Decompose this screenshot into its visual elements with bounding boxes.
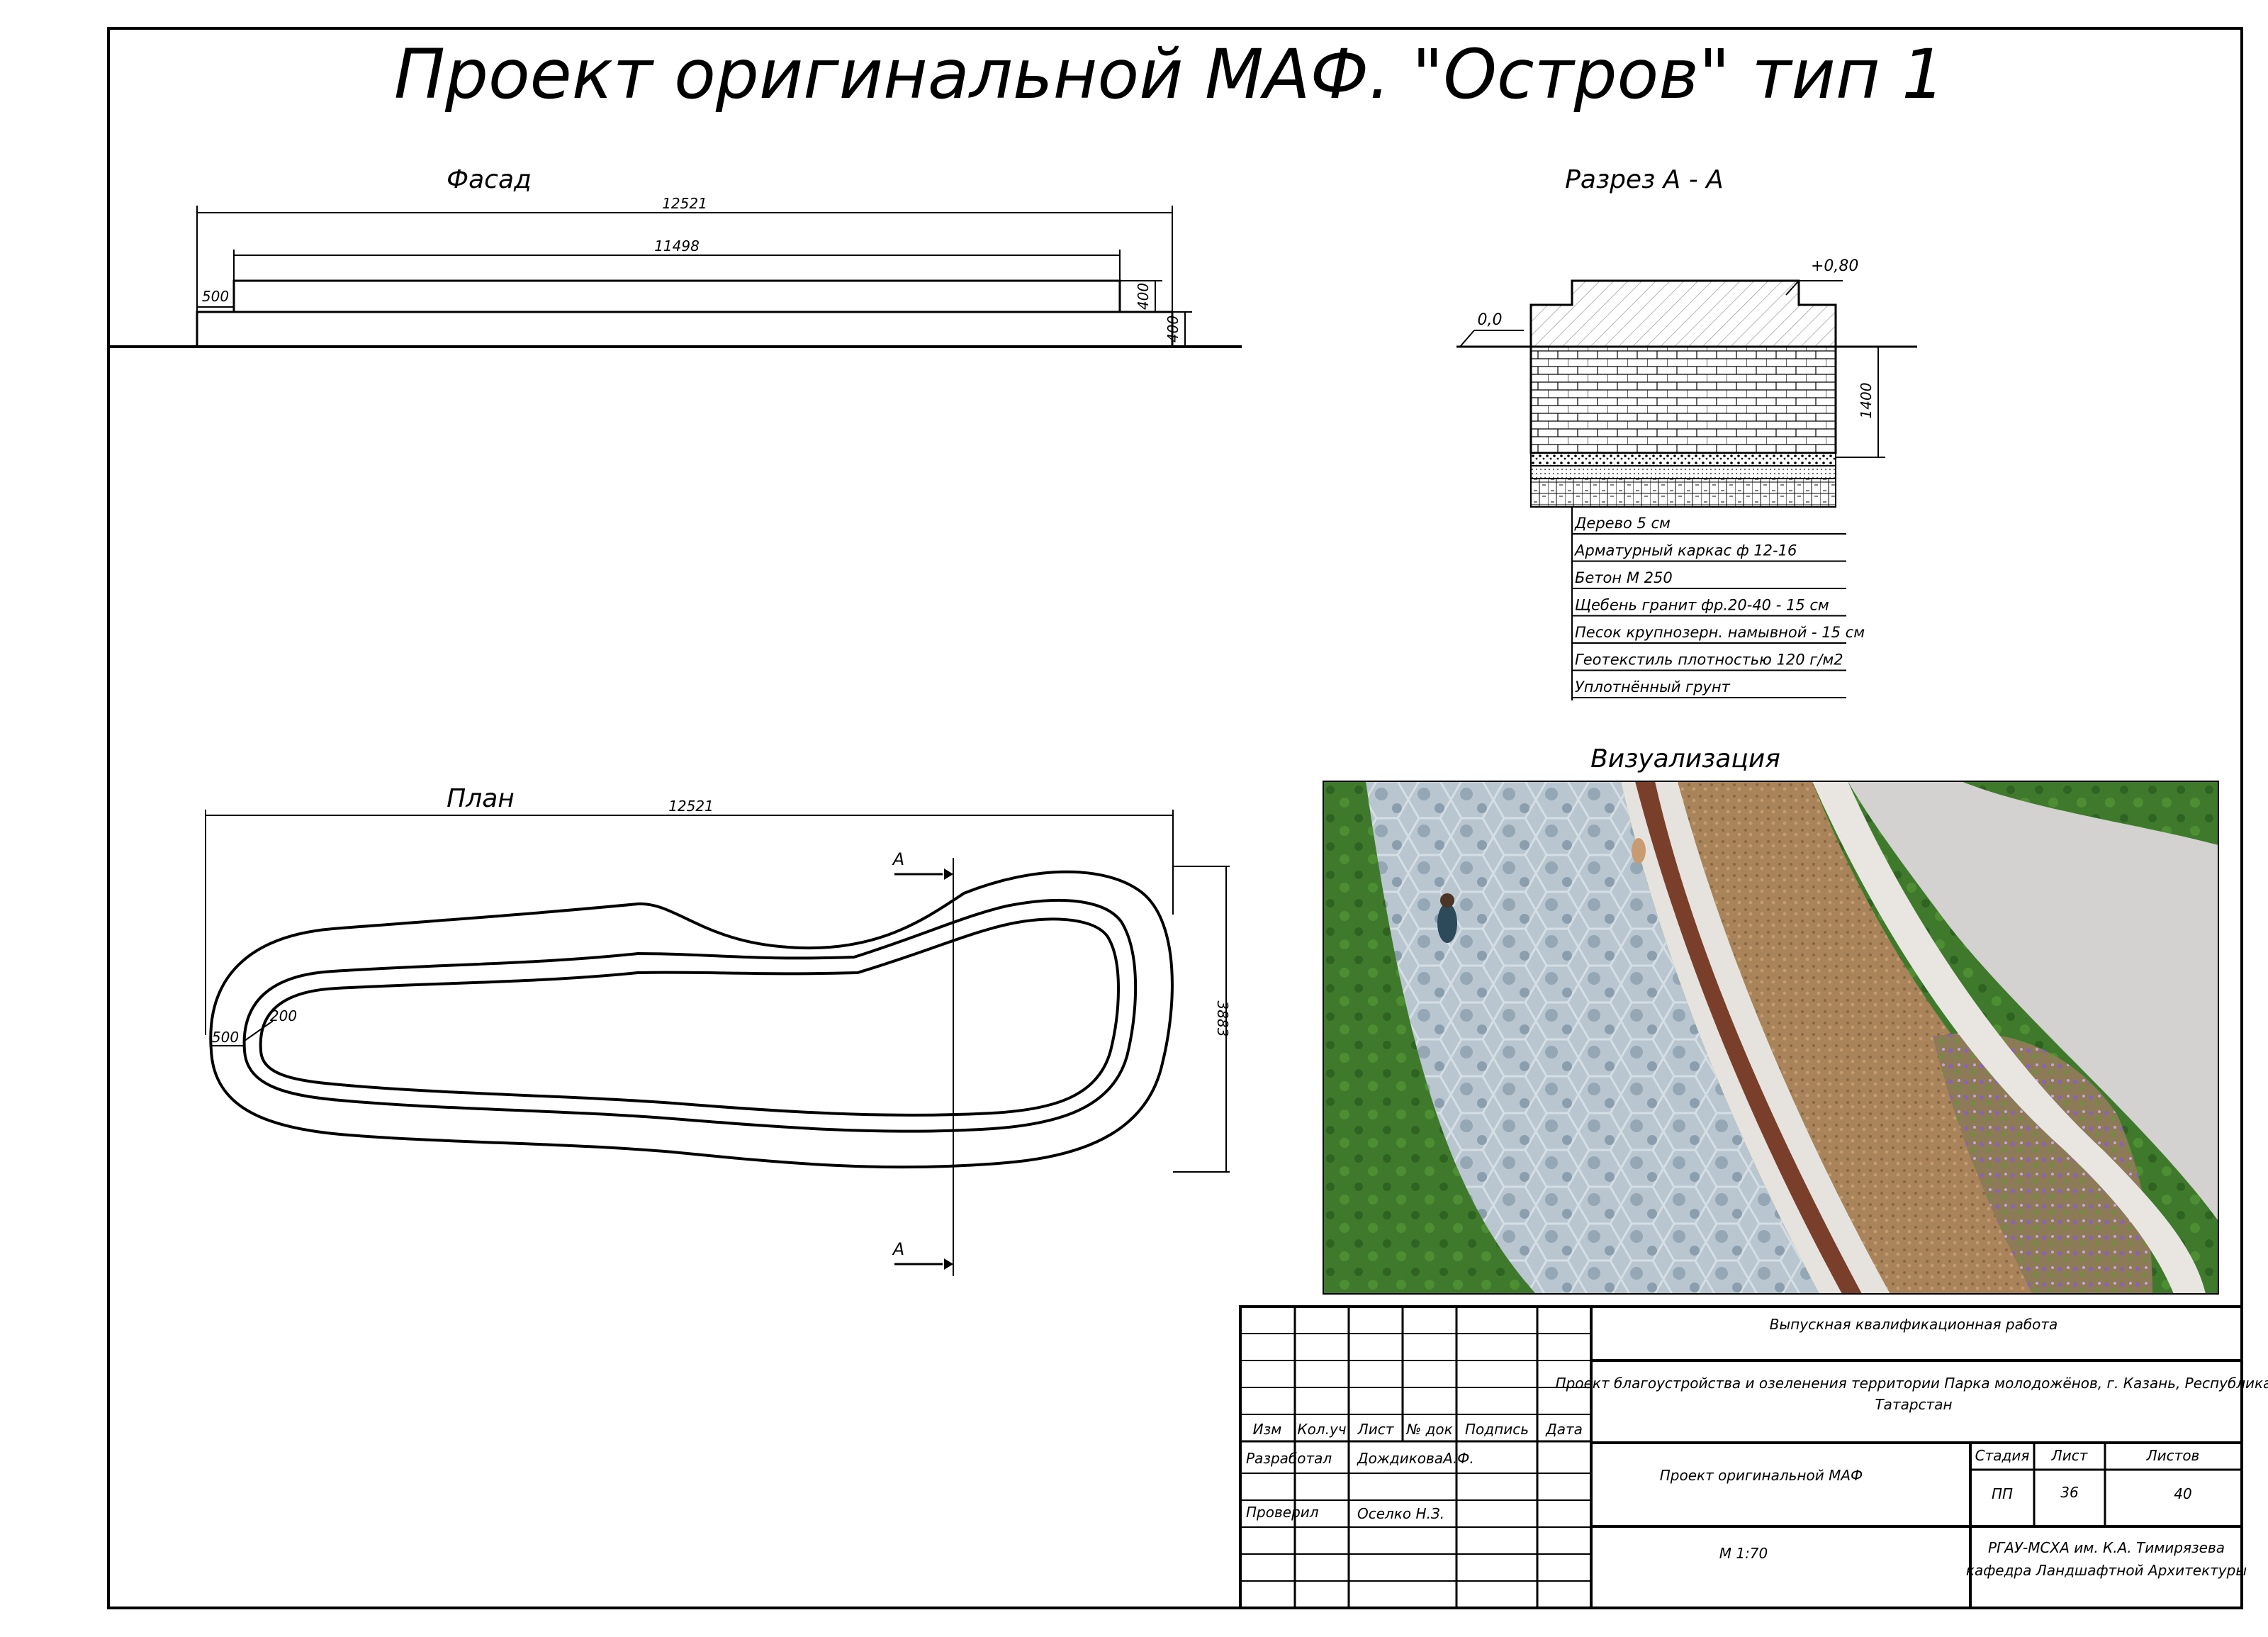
visualization: Визуализация xyxy=(1323,744,2219,1295)
section-layer-label: Щебень гранит фр.20-40 - 15 см xyxy=(1575,597,1829,614)
plan-dim-length: 12521 xyxy=(668,798,714,815)
facade-view: Фасад 12521 11498 500 400 400 xyxy=(108,165,1242,348)
facade-label: Фасад xyxy=(447,165,532,194)
facade-dim-step: 500 xyxy=(202,288,229,305)
plan-label: План xyxy=(447,784,515,813)
tb-sheet-title: Проект оригинальной МАФ xyxy=(1660,1467,1863,1484)
title-block: Изм Кол.уч Лист № док Подпись Дата Разра… xyxy=(1239,1305,2268,1609)
section-layer-label: Арматурный каркас ф 12-16 xyxy=(1573,542,1797,559)
tb-col-header: Кол.уч xyxy=(1297,1421,1346,1438)
section-view: Разрез А - А +0,80 0,0 1400 Дерево 5 см А… xyxy=(1456,165,1917,700)
tb-org-line1: РГАУ-МСХА им. К.А. Тимирязева xyxy=(1988,1539,2225,1556)
tb-col-header: Изм xyxy=(1253,1421,1282,1438)
tb-checked-name: Оселко Н.З. xyxy=(1357,1505,1444,1522)
tb-col-header: Дата xyxy=(1545,1421,1583,1438)
visual-label: Визуализация xyxy=(1590,744,1780,773)
tb-sheet-value: 36 xyxy=(2060,1484,2078,1501)
tb-org-line2: кафедра Ландшафтной Архитектуры xyxy=(1966,1562,2247,1579)
facade-dim-total: 12521 xyxy=(662,195,707,212)
facade-dim-inner: 11498 xyxy=(654,238,700,255)
tb-developed-role: Разработал xyxy=(1246,1450,1332,1467)
plan-dim-outer: 500 xyxy=(212,1029,239,1046)
plan-dim-inner: 200 xyxy=(270,1007,297,1024)
facade-dim-h2: 400 xyxy=(1164,315,1181,342)
sheet-frame xyxy=(107,27,2243,1609)
tb-scale: М 1:70 xyxy=(1719,1545,1768,1562)
section-layer-list: Дерево 5 см Арматурный каркас ф 12-16Бето… xyxy=(1572,515,1865,698)
section-layer-label: Песок крупнозерн. намывной - 15 см xyxy=(1575,624,1865,641)
plan-dim-width: 3883 xyxy=(1214,1001,1231,1037)
section-layer-label: Бетон М 250 xyxy=(1575,569,1673,586)
plan-view: План 12521 3883 500 200 А А xyxy=(205,784,1231,1276)
visualization-render xyxy=(1323,781,2218,1294)
tb-sheet-label: Лист xyxy=(2051,1447,2089,1464)
section-level-top: +0,80 xyxy=(1811,257,1858,275)
tb-sheets-value: 40 xyxy=(2174,1485,2191,1502)
section-label: Разрез А - А xyxy=(1565,165,1724,194)
tb-stage-value: ПП xyxy=(1992,1485,2013,1502)
tb-checked-role: Проверил xyxy=(1246,1504,1319,1521)
tb-stage-label: Стадия xyxy=(1975,1447,2030,1464)
tb-work-type: Выпускная квалификационная работа xyxy=(1770,1316,2058,1333)
tb-sheets-label: Листов xyxy=(2146,1447,2200,1464)
tb-project-line2: Татарстан xyxy=(1875,1396,1952,1413)
tb-project-line1: Проект благоустройства и озеленения терр… xyxy=(1556,1375,2268,1392)
section-dim-depth: 1400 xyxy=(1858,383,1875,419)
tb-col-header: № док xyxy=(1405,1421,1452,1438)
section-level-ground: 0,0 xyxy=(1478,311,1503,329)
facade-dim-h1: 400 xyxy=(1135,283,1152,310)
tb-developed-name: ДождиковаА.Ф. xyxy=(1357,1450,1474,1467)
section-layer-label: Уплотнённый грунт xyxy=(1575,678,1731,695)
plan-cut-label-top: А xyxy=(892,849,904,869)
section-layer-label: Дерево 5 см xyxy=(1574,515,1671,532)
tb-col-header: Подпись xyxy=(1465,1421,1529,1438)
section-layer-label: Геотекстиль плотностью 120 г/м2 xyxy=(1575,652,1843,669)
plan-cut-label-bottom: А xyxy=(892,1239,904,1259)
drawing-title: Проект оригинальной МАФ. "Остров" тип 1 xyxy=(394,35,1945,114)
tb-col-header: Лист xyxy=(1357,1421,1395,1438)
